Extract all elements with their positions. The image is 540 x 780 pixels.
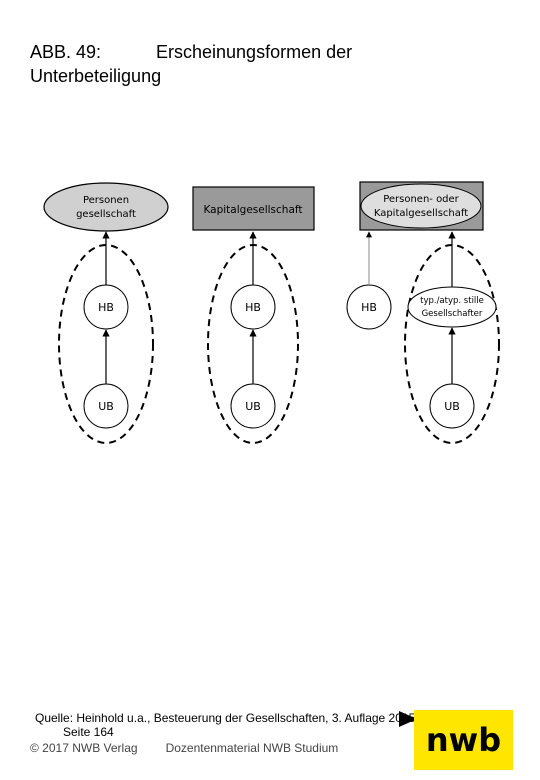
personengesellschaft-label-2: gesellschaft bbox=[76, 209, 136, 220]
figure-number: ABB. 49: bbox=[30, 42, 102, 62]
figure-title-line1: Erscheinungsformen der bbox=[156, 42, 353, 62]
figure-title-line2: Unterbeteiligung bbox=[30, 66, 162, 86]
footer-copyright: © 2017 NWB Verlag bbox=[30, 741, 138, 755]
source-citation: Quelle: Heinhold u.a., Besteuerung der G… bbox=[35, 711, 419, 739]
ub-label-1: UB bbox=[98, 400, 114, 413]
column-kapitalgesellschaft: Kapitalgesellschaft HB UB bbox=[192, 186, 315, 444]
column-personen-oder-kapitalgesellschaft: Personen- oder Kapitalgesellschaft HB ty… bbox=[346, 181, 500, 444]
kapitalgesellschaft-label: Kapitalgesellschaft bbox=[203, 204, 302, 216]
stille-gesellschafter-label-2: Gesellschafter bbox=[422, 309, 483, 319]
nwb-logo: nwb bbox=[414, 710, 513, 770]
ub-label-3: UB bbox=[444, 400, 460, 413]
kapitalgesellschaft-node bbox=[192, 186, 315, 231]
source-line-2: Seite 164 bbox=[63, 725, 114, 739]
personen-oder-kapital-label-1: Personen- oder bbox=[383, 194, 459, 205]
personen-oder-kapital-label-2: Kapitalgesellschaft bbox=[374, 208, 468, 219]
source-line-1: Quelle: Heinhold u.a., Besteuerung der G… bbox=[35, 711, 419, 725]
personen-oder-kapital-ellipse bbox=[360, 183, 482, 229]
personengesellschaft-label-1: Personen bbox=[83, 195, 129, 206]
footer-material: Dozentenmaterial NWB Studium bbox=[165, 741, 339, 755]
column-personengesellschaft: Personen gesellschaft HB UB bbox=[43, 182, 169, 444]
stille-gesellschafter-label-1: typ./atyp. stille bbox=[420, 296, 484, 306]
hb-label-3: HB bbox=[361, 301, 377, 314]
hb-label-1: HB bbox=[98, 301, 114, 314]
ub-label-2: UB bbox=[245, 400, 261, 413]
stille-gesellschafter-node bbox=[407, 286, 497, 328]
figure-title: ABB. 49: Erscheinungsformen der Unterbete… bbox=[30, 40, 352, 88]
arrow-marker-icon bbox=[399, 711, 417, 727]
footer: © 2017 NWB Verlag Dozentenmaterial NWB St… bbox=[30, 741, 338, 755]
hb-label-2: HB bbox=[245, 301, 261, 314]
personengesellschaft-node bbox=[43, 182, 169, 232]
nwb-logo-text: nwb bbox=[425, 721, 502, 759]
